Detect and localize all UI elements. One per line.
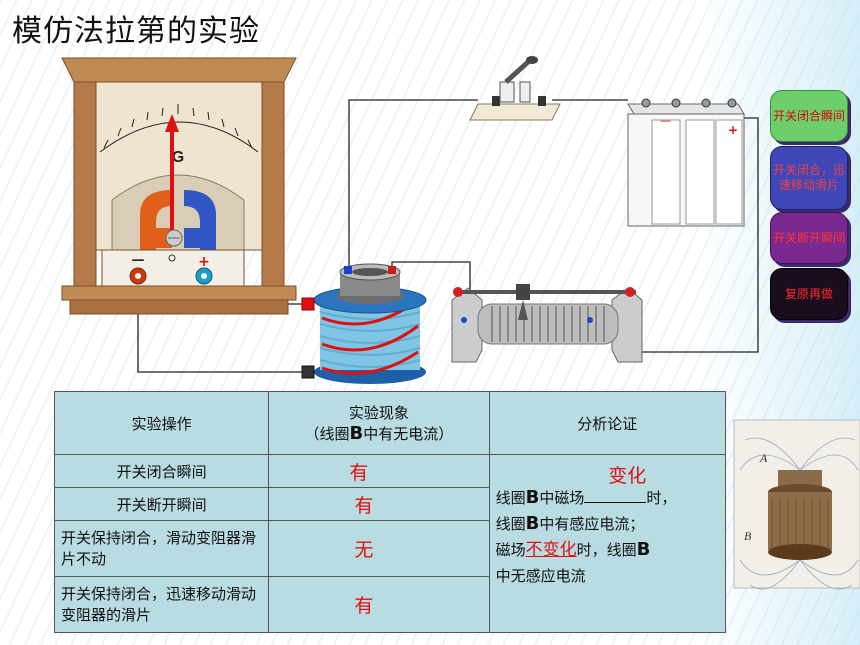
battery-plus-label: +	[728, 123, 738, 137]
dial-letter: G	[172, 149, 184, 166]
row-phenomenon: 无	[268, 520, 490, 577]
coil-assembly	[301, 263, 427, 384]
row-phenomenon: 有	[268, 576, 490, 633]
row-operation: 开关闭合瞬间	[53, 454, 270, 488]
header-phenomenon-pre: （线圈	[304, 425, 350, 443]
analysis-cell: 变化 线圈B中磁场时， 线圈B中有感应电流； 磁场不变化时，线圈B 中无感应电流	[488, 454, 727, 633]
header-phenomenon-post: 中有无电流）	[363, 425, 454, 443]
analysis-line1-post: 时，	[646, 489, 677, 507]
open-switch-button[interactable]: 开关断开瞬间	[770, 212, 848, 264]
photo-label-b: B	[744, 529, 752, 543]
analysis-line4: 中无感应电流	[495, 567, 586, 585]
analysis-line3-post: 时，线圈	[576, 541, 637, 559]
row-phenomenon: 有	[268, 487, 490, 521]
header-phenomenon-b: B	[349, 423, 364, 444]
row-phenomenon: 有	[268, 454, 490, 488]
knife-switch	[469, 56, 561, 121]
close-switch-button[interactable]: 开关闭合瞬间	[770, 90, 848, 142]
galvanometer: G — +	[61, 57, 297, 315]
row-phenomenon-text: 有	[354, 494, 374, 517]
analysis-line1-b: B	[525, 487, 540, 508]
header-operation: 实验操作	[53, 391, 270, 455]
analysis-line3-pre: 磁场	[495, 541, 526, 559]
page-title: 模仿法拉第的实验	[12, 14, 260, 49]
analysis-fill-2: 不变化	[525, 540, 577, 560]
row-phenomenon-text: 无	[354, 539, 374, 561]
analysis-blank	[584, 486, 647, 503]
wire-battery-to-rheostat	[640, 117, 759, 353]
row-phenomenon-text: 有	[354, 595, 374, 617]
analysis-line2-pre: 线圈	[495, 515, 526, 533]
header-phenomenon: 实验现象 （线圈B中有无电流）	[268, 391, 490, 455]
wire-coil-to-switch	[348, 99, 478, 268]
battery-minus-label: —	[660, 114, 671, 127]
experiment-table: 实验操作 实验现象 （线圈B中有无电流） 分析论证 开关闭合瞬间 有 变化 线圈…	[53, 391, 727, 633]
minus-terminal-label: —	[132, 253, 145, 268]
photo-label-a: A	[759, 451, 768, 465]
header-analysis: 分析论证	[488, 391, 727, 455]
dial-ticks	[103, 104, 253, 149]
analysis-line2-post: 中有感应电流；	[539, 515, 645, 533]
analysis-line2-b: B	[525, 513, 540, 534]
wire-coil-to-rheostat	[391, 261, 471, 294]
row-operation: 开关保持闭合，滑动变阻器滑片不动	[53, 520, 270, 577]
plus-terminal-label: +	[198, 254, 210, 270]
row-phenomenon-text: 有	[349, 461, 369, 484]
analysis-line3-b: B	[636, 539, 651, 560]
analysis-line1-pre: 线圈	[495, 489, 526, 507]
reset-button[interactable]: 复原再做	[770, 268, 848, 320]
analysis-line1-mid: 中磁场	[539, 489, 585, 507]
table-row: 开关保持闭合，迅速移动滑动变阻器的滑片 有	[53, 576, 726, 633]
table-header-row: 实验操作 实验现象 （线圈B中有无电流） 分析论证	[53, 391, 727, 455]
analysis-fill-1: 变化	[608, 465, 647, 487]
close-and-move-slider-button[interactable]: 开关闭合，迅速移动滑片	[770, 146, 848, 210]
table-row: 开关闭合瞬间 有 变化 线圈B中磁场时， 线圈B中有感应电流； 磁场不变化时，线…	[53, 454, 727, 633]
coil-photo: A B	[733, 419, 860, 590]
table-row: 开关保持闭合，滑动变阻器滑片不动 无	[53, 520, 726, 577]
row-operation: 开关断开瞬间	[53, 487, 270, 521]
row-operation: 开关保持闭合，迅速移动滑动变阻器的滑片	[53, 576, 270, 633]
battery: — +	[627, 98, 745, 227]
header-phenomenon-line1: 实验现象	[348, 404, 409, 422]
rheostat	[451, 284, 643, 363]
